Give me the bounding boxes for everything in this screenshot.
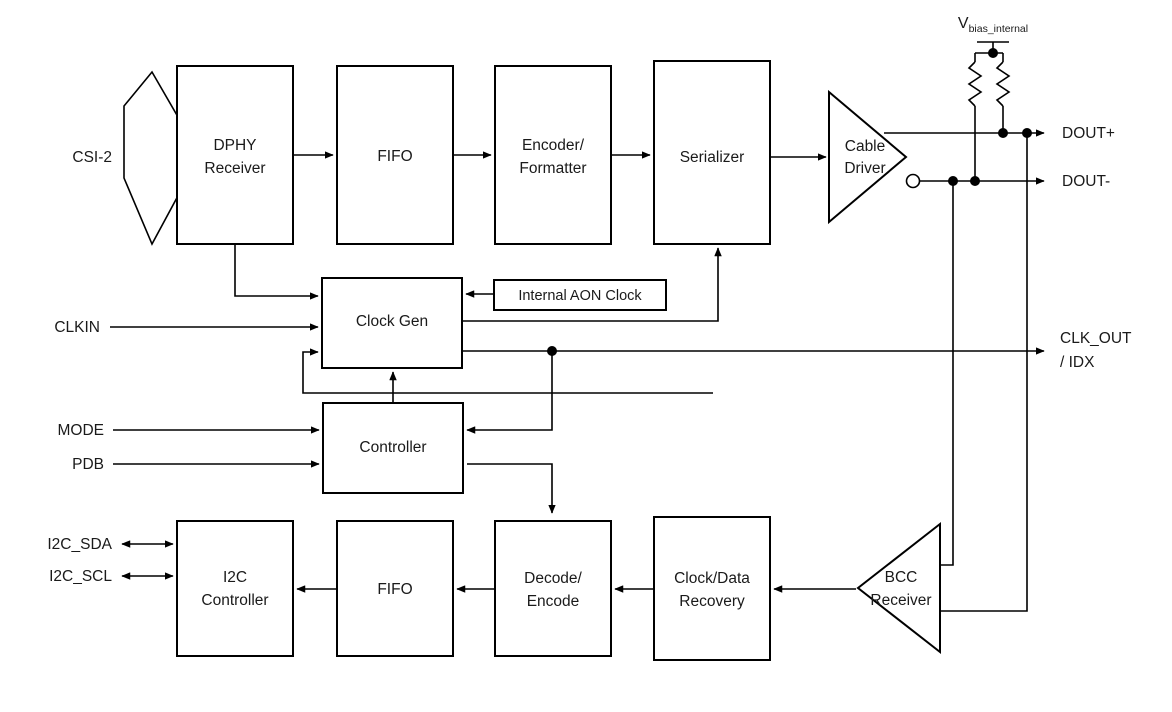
junction-dot-dout-plus-res	[998, 128, 1008, 138]
supply-vbias-label-main: V	[958, 15, 969, 32]
io-label-csi2: CSI-2	[72, 149, 112, 166]
block-clock-gen[interactable]	[321, 277, 463, 369]
amplifier-cable-driver-label-1: Cable	[845, 138, 886, 155]
block-internal-aon-clock-label: Internal AON Clock	[518, 288, 642, 304]
io-label-i2c-scl: I2C_SCL	[49, 568, 112, 585]
wire-clkout-branch-to-controller	[466, 351, 553, 434]
block-controller-label: Controller	[359, 439, 426, 456]
block-dphy-receiver-label-2: Receiver	[204, 160, 265, 177]
io-label-clk-out-line1: CLK_OUT	[1060, 330, 1132, 347]
supply-vbias-label-sub: bias_internal	[969, 23, 1029, 35]
amplifier-cable-driver-label-2: Driver	[844, 160, 885, 177]
junction-dot-dout-minus-res	[970, 176, 980, 186]
io-label-pdb: PDB	[72, 456, 104, 473]
block-fifo-bottom[interactable]	[336, 520, 454, 657]
wire-cdr-to-clockgen	[302, 348, 713, 394]
wire-clockgen-to-serializer	[462, 247, 722, 322]
block-i2c-controller-label-1: I2C	[223, 569, 247, 586]
amplifier-bcc-receiver-label-2: Receiver	[870, 592, 931, 609]
amplifier-bcc-receiver[interactable]	[856, 521, 941, 655]
block-serializer-label: Serializer	[680, 149, 745, 166]
resistor-left	[967, 61, 983, 181]
block-dphy-receiver-label-1: DPHY	[213, 137, 256, 154]
io-label-dout-minus: DOUT-	[1062, 173, 1110, 190]
cable-driver-inverting-bubble	[905, 173, 921, 189]
block-clock-data-recovery-label-1: Clock/Data	[674, 570, 750, 587]
block-encoder-formatter-label-1: Encoder/	[522, 137, 585, 154]
io-label-dout-plus: DOUT+	[1062, 125, 1115, 142]
io-label-i2c-sda: I2C_SDA	[47, 536, 112, 553]
block-decode-encode[interactable]	[494, 520, 612, 657]
wire-dout-minus-to-bcc	[940, 181, 954, 566]
block-serializer[interactable]	[653, 60, 771, 245]
block-internal-aon-clock[interactable]	[493, 279, 667, 311]
block-i2c-controller[interactable]	[176, 520, 294, 657]
block-encoder-formatter[interactable]	[494, 65, 612, 245]
block-fifo-bottom-label: FIFO	[377, 581, 412, 598]
block-encoder-formatter-label-2: Formatter	[519, 160, 586, 177]
resistor-right	[995, 61, 1011, 133]
block-decode-encode-label-2: Encode	[527, 593, 580, 610]
block-clock-gen-label: Clock Gen	[356, 313, 428, 330]
io-label-mode: MODE	[58, 422, 105, 439]
supply-vbias-internal	[974, 41, 1009, 62]
block-clock-data-recovery-label-2: Recovery	[679, 593, 745, 610]
block-decode-encode-label-1: Decode/	[524, 570, 582, 587]
wire-dphy-to-clockgen	[234, 244, 319, 300]
wire-controller-to-decode	[467, 463, 556, 514]
wire-dout-plus-to-bcc	[940, 133, 1028, 612]
block-fifo-top-label: FIFO	[377, 148, 412, 165]
io-label-clkin: CLKIN	[54, 319, 100, 336]
io-label-clk-out-line2: / IDX	[1060, 354, 1095, 371]
block-clock-data-recovery[interactable]	[653, 516, 771, 661]
block-i2c-controller-label-2: Controller	[201, 592, 268, 609]
amplifier-bcc-receiver-label-1: BCC	[885, 569, 918, 586]
block-dphy-receiver[interactable]	[176, 65, 294, 245]
block-controller[interactable]	[322, 402, 464, 494]
supply-vbias-label: Vbias_internal	[958, 15, 1028, 35]
amplifier-cable-driver[interactable]	[828, 89, 908, 225]
